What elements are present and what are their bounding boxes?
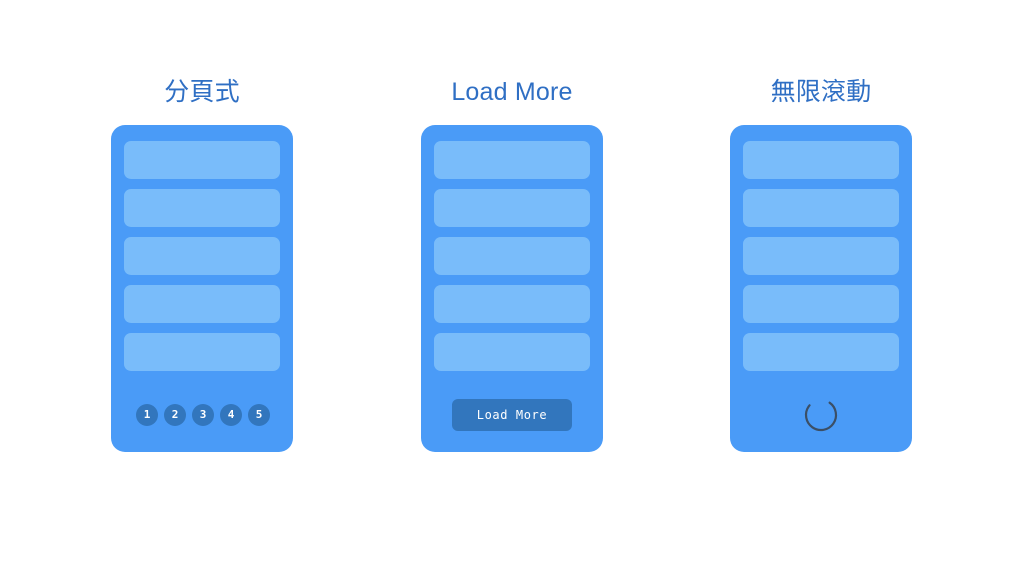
- content-card[interactable]: [743, 333, 899, 371]
- phone-frame: Load More: [421, 125, 603, 452]
- pattern-title: 分頁式: [164, 78, 240, 106]
- load-more-button[interactable]: Load More: [452, 398, 572, 431]
- content-card[interactable]: [434, 285, 590, 323]
- page-dot-4[interactable]: 4: [220, 403, 242, 426]
- pattern-title: Load More: [451, 78, 573, 106]
- card-list: [124, 141, 280, 371]
- content-card[interactable]: [124, 141, 280, 179]
- content-card[interactable]: [124, 285, 280, 323]
- pattern-title: 無限滾動: [770, 78, 872, 106]
- card-list: [743, 141, 899, 371]
- page-dot-1[interactable]: 1: [136, 403, 158, 426]
- loading-spinner-icon: [804, 398, 838, 431]
- page-dot-5[interactable]: 5: [248, 403, 270, 426]
- content-card[interactable]: [124, 237, 280, 275]
- content-card[interactable]: [743, 189, 899, 227]
- phone-footer-spinner: [730, 377, 912, 452]
- content-card[interactable]: [124, 333, 280, 371]
- phone-footer-button: Load More: [421, 377, 603, 452]
- card-list: [434, 141, 590, 371]
- phone-footer-pagination: 1 2 3 4 5: [111, 377, 293, 452]
- content-card[interactable]: [743, 285, 899, 323]
- content-card[interactable]: [124, 189, 280, 227]
- content-card[interactable]: [434, 237, 590, 275]
- phone-frame: 1 2 3 4 5: [111, 125, 293, 452]
- content-card[interactable]: [434, 333, 590, 371]
- page-dot-2[interactable]: 2: [164, 403, 186, 426]
- phone-frame: [730, 125, 912, 452]
- content-card[interactable]: [743, 141, 899, 179]
- page-dot-3[interactable]: 3: [192, 403, 214, 426]
- pagination-control: 1 2 3 4 5: [136, 403, 270, 426]
- content-card[interactable]: [743, 237, 899, 275]
- content-card[interactable]: [434, 141, 590, 179]
- content-card[interactable]: [434, 189, 590, 227]
